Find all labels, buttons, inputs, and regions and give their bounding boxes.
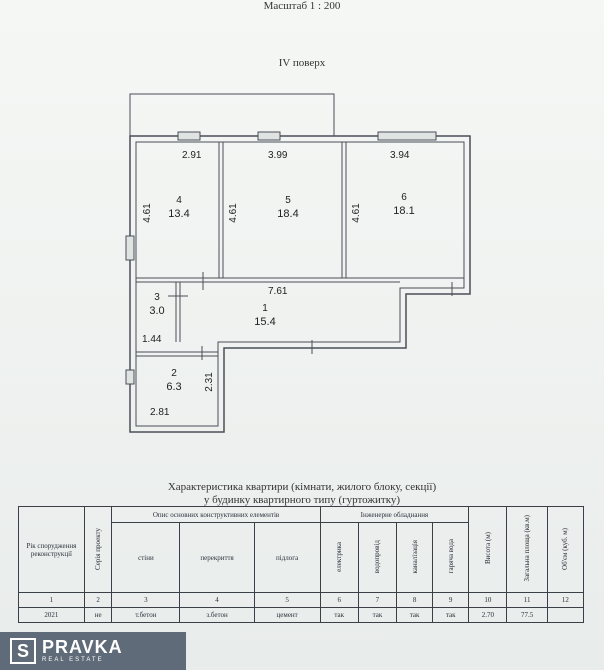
col-electric-header: електрика bbox=[319, 522, 359, 593]
col-water-header: водопровід bbox=[357, 522, 398, 593]
logo-subtitle: REAL ESTATE bbox=[42, 657, 104, 663]
data-cell bbox=[546, 607, 585, 623]
characteristic-title-line2: у будинку квартирного типу (гуртожитку) bbox=[203, 494, 401, 506]
col-hotwater-header: гаряча вода bbox=[432, 522, 470, 593]
col-volume-header: Об'єм (куб. м) bbox=[546, 506, 585, 593]
data-cell: 2.70 bbox=[468, 607, 508, 623]
room6-width: 3.94 bbox=[390, 150, 410, 161]
column-numbers-row: 1 2 3 4 5 6 7 8 9 10 11 12 bbox=[18, 592, 585, 608]
col-year-header: Рік спорудження реконструкції bbox=[18, 506, 85, 593]
room4-area: 13.4 bbox=[168, 208, 189, 220]
room3-number: 3 bbox=[154, 292, 160, 303]
data-cell: цемент bbox=[253, 607, 321, 623]
col-series-header: Серія проекту bbox=[83, 506, 113, 593]
col-walls-header: стіни bbox=[111, 522, 181, 593]
col-number: 4 bbox=[179, 592, 255, 608]
floor-label: IV поверх bbox=[278, 57, 326, 69]
room4-length: 4.61 bbox=[142, 203, 153, 223]
data-cell: так bbox=[319, 607, 359, 623]
spravka-logo: S PRAVKA REAL ESTATE bbox=[0, 632, 186, 670]
structural-group-header: Опис основних конструктивних елементів bbox=[111, 506, 321, 523]
data-cell: т.бетон bbox=[111, 607, 181, 623]
col-sewer-header: каналізація bbox=[396, 522, 434, 593]
room3-area: 3.0 bbox=[149, 305, 164, 317]
room5-width: 3.99 bbox=[268, 150, 288, 161]
room1-width: 7.61 bbox=[268, 286, 288, 297]
room3-width: 1.44 bbox=[142, 334, 162, 345]
data-row: 2021 не т.бетон з.бетон цемент так так т… bbox=[18, 607, 585, 623]
window bbox=[177, 131, 201, 141]
room6-number: 6 bbox=[401, 192, 407, 203]
data-cell: так bbox=[432, 607, 470, 623]
col-height-header: Висота (м) bbox=[468, 506, 508, 593]
col-number: 12 bbox=[546, 592, 585, 608]
col-floor-header: підлога bbox=[253, 522, 321, 593]
data-cell: 77.5 bbox=[506, 607, 548, 623]
inner-wall bbox=[135, 141, 465, 427]
col-number: 7 bbox=[357, 592, 398, 608]
room4-number: 4 bbox=[176, 195, 182, 206]
balcony-outline bbox=[129, 93, 335, 137]
data-cell: так bbox=[357, 607, 398, 623]
room1-area: 15.4 bbox=[254, 316, 275, 328]
col-number: 2 bbox=[83, 592, 113, 608]
room5-length: 4.61 bbox=[228, 203, 239, 223]
window bbox=[125, 369, 135, 385]
room2-number: 2 bbox=[171, 368, 177, 379]
data-cell: не bbox=[83, 607, 113, 623]
room5-number: 5 bbox=[285, 195, 291, 206]
room5-area: 18.4 bbox=[277, 208, 298, 220]
col-number: 10 bbox=[468, 592, 508, 608]
window bbox=[125, 235, 135, 261]
floor-plan: 2.91 4.61 4 13.4 3.99 4.61 5 18.4 3.94 4… bbox=[125, 93, 471, 433]
col-number: 3 bbox=[111, 592, 181, 608]
col-number: 1 bbox=[18, 592, 85, 608]
scale-label: Масштаб 1 : 200 bbox=[263, 0, 341, 12]
room1-number: 1 bbox=[262, 303, 268, 314]
data-cell: з.бетон bbox=[179, 607, 255, 623]
window bbox=[257, 131, 281, 141]
col-number: 9 bbox=[432, 592, 470, 608]
room2-length: 2.31 bbox=[204, 372, 215, 392]
outer-wall bbox=[129, 135, 471, 433]
characteristics-table: Рік спорудження реконструкції Серія прое… bbox=[18, 506, 585, 623]
room6-area: 18.1 bbox=[393, 205, 414, 217]
data-cell: так bbox=[396, 607, 434, 623]
room2-area: 6.3 bbox=[166, 381, 181, 393]
col-number: 8 bbox=[396, 592, 434, 608]
characteristic-title-line1: Характеристика квартири (кімнати, жилого… bbox=[167, 481, 437, 493]
logo-icon: S bbox=[10, 638, 36, 664]
col-number: 11 bbox=[506, 592, 548, 608]
logo-name: PRAVKA bbox=[42, 637, 123, 657]
col-number: 5 bbox=[253, 592, 321, 608]
window bbox=[377, 131, 437, 141]
room2-width: 2.81 bbox=[150, 407, 170, 418]
data-cell: 2021 bbox=[18, 607, 85, 623]
room4-width: 2.91 bbox=[182, 150, 202, 161]
col-area-header: Загальна площа (кв.м) bbox=[506, 506, 548, 593]
room6-length: 4.61 bbox=[351, 203, 362, 223]
col-ceilings-header: перекриття bbox=[179, 522, 255, 593]
engineering-group-header: Інженерне обладнання bbox=[319, 506, 470, 523]
col-number: 6 bbox=[319, 592, 359, 608]
